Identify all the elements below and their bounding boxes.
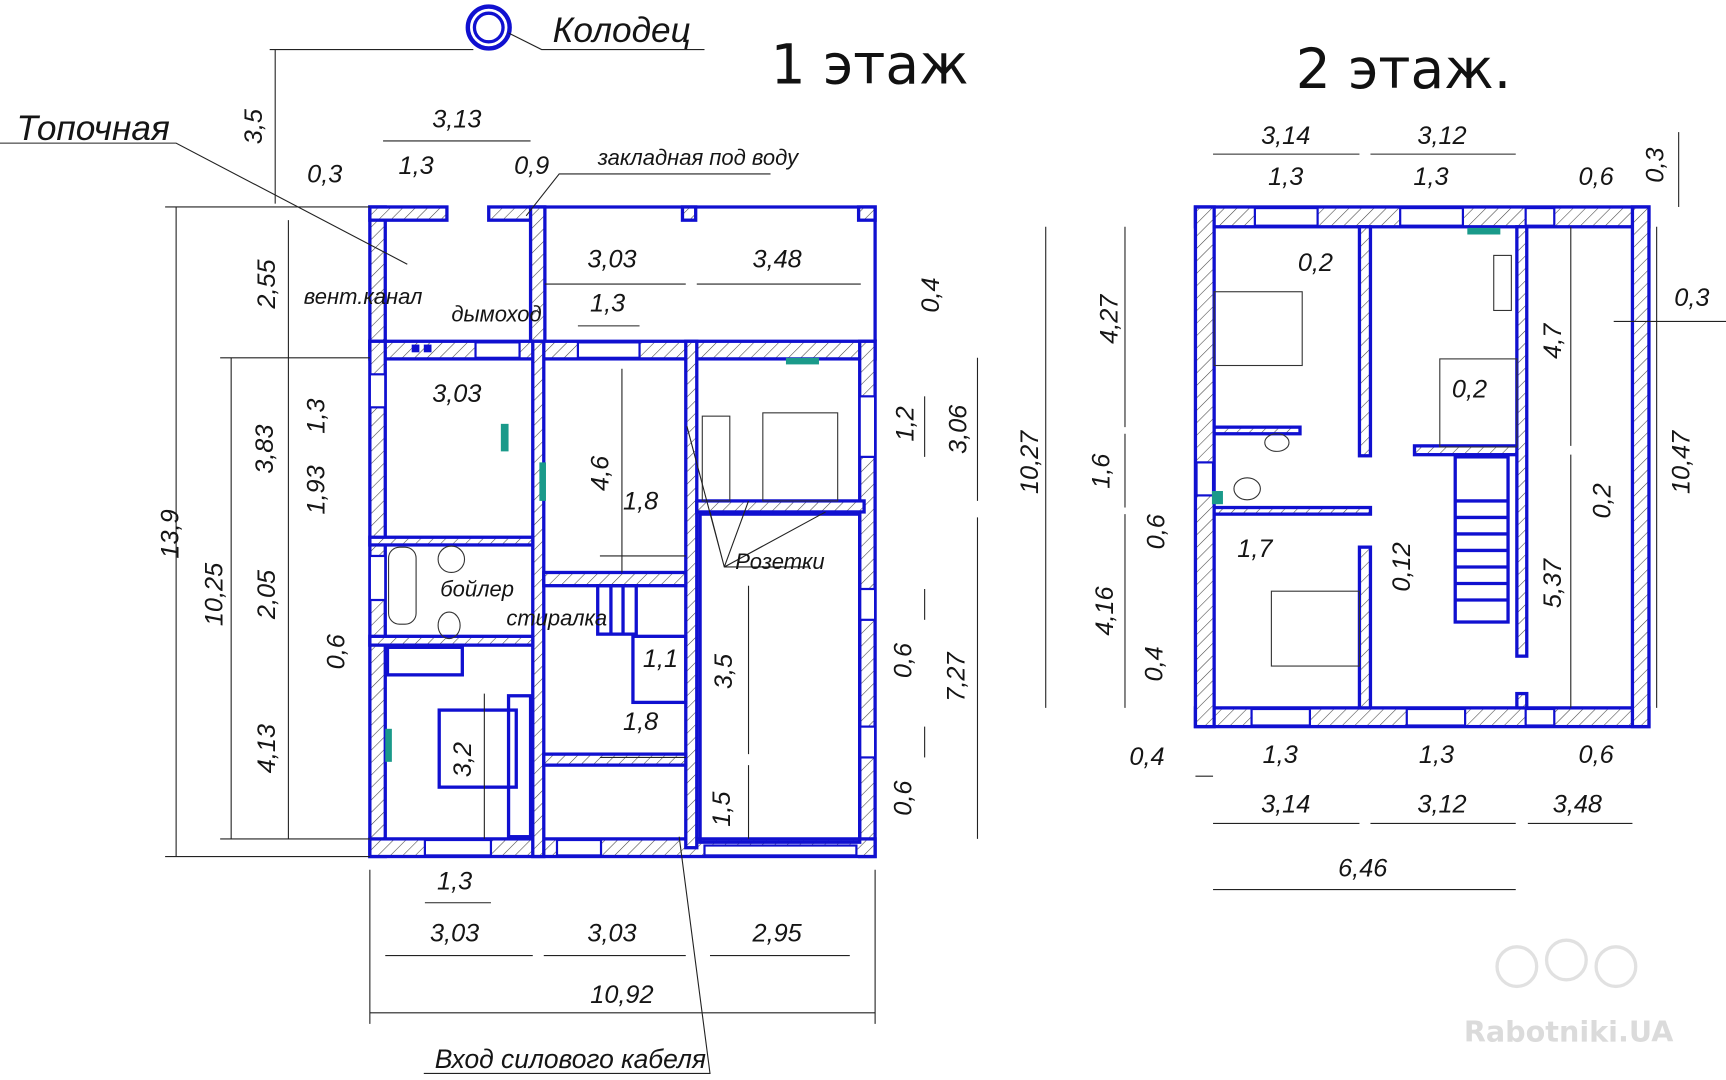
- dimension-label: 3,2: [449, 742, 477, 777]
- dimension-label: 0,4: [1140, 646, 1168, 681]
- dimension-label: 0,4: [917, 277, 945, 312]
- dimension-label: 3,83: [251, 425, 279, 474]
- water-inlet-label: закладная под воду: [597, 145, 800, 170]
- watermark-logo: Rabotniki.UA: [1464, 938, 1674, 1048]
- dimension-label: 10,25: [200, 562, 228, 626]
- stairs-floor1: [596, 584, 688, 705]
- stairs-floor2: [1453, 455, 1510, 624]
- dimension-label: 1,3: [1413, 163, 1448, 191]
- dimension-label: 10,92: [590, 981, 653, 1009]
- dimension-label: 4,6: [587, 455, 615, 491]
- dimension-label: 0,9: [514, 152, 549, 180]
- dimension-label: 1,3: [590, 290, 625, 318]
- dimension-label: 1,8: [623, 488, 658, 516]
- dimension-label: 0,3: [1674, 284, 1709, 312]
- dimension-label: 1,2: [892, 406, 920, 441]
- annotations: Колодец Топочная закладная под воду вент…: [17, 11, 825, 1074]
- chimney-label: дымоход: [451, 301, 541, 326]
- dimension-label: 1,3: [1419, 741, 1454, 769]
- dimension-label: 6,46: [1338, 854, 1388, 882]
- dimension-label: 1,93: [303, 465, 331, 514]
- dimension-label: 1,3: [437, 868, 472, 896]
- dimension-label: 0,6: [1579, 741, 1615, 769]
- dimension-label: 0,12: [1388, 542, 1416, 591]
- dimension-label: 3,12: [1417, 790, 1466, 818]
- dimension-label: 0,6: [323, 633, 351, 669]
- dimension-label: 3,5: [710, 653, 738, 689]
- dimension-label: 3,03: [587, 919, 636, 947]
- dimension-label: 0,2: [1452, 375, 1487, 403]
- dimension-label: 0,6: [889, 780, 917, 816]
- floor2-dimension-lines: [1045, 132, 1726, 891]
- dimension-label: 3,12: [1417, 122, 1466, 150]
- dimension-label: 0,6: [1143, 513, 1171, 549]
- dimension-label: 1,3: [303, 399, 331, 434]
- floor1-dimension-labels: 3,5 3,13 0,3 1,3 0,9 2,55 3,03 3,48 1,3 …: [156, 106, 972, 1009]
- dimension-label: 0,3: [307, 161, 342, 189]
- dimension-label: 1,3: [1268, 163, 1303, 191]
- dimension-label: 3,03: [587, 246, 636, 274]
- dimension-label: 0,6: [1579, 163, 1615, 191]
- floor1-plan: [368, 205, 877, 859]
- dimension-label: 4,7: [1539, 323, 1567, 359]
- furnace-room-label: Топочная: [17, 109, 171, 148]
- dimension-label: 4,16: [1091, 585, 1119, 635]
- dimension-label: 3,03: [432, 380, 481, 408]
- dimension-label: 3,13: [432, 106, 481, 134]
- sockets-label: Розетки: [735, 549, 824, 574]
- dimension-label: 3,03: [430, 919, 479, 947]
- floor2-plan: [1193, 205, 1651, 729]
- dimension-label: 4,27: [1095, 294, 1123, 344]
- dimension-label: 1,1: [643, 645, 678, 673]
- dimension-label: 0,3: [1641, 148, 1669, 183]
- dimension-label: 3,06: [944, 404, 972, 454]
- dimension-label: 3,5: [240, 108, 268, 144]
- well-icon: [465, 4, 512, 51]
- dimension-label: 2,95: [752, 919, 803, 947]
- dimension-label: 0,4: [1129, 743, 1164, 771]
- dimension-label: 1,3: [399, 152, 434, 180]
- dimension-label: 3,14: [1261, 122, 1310, 150]
- floor1-dimension-lines: [0, 49, 979, 1074]
- dimension-label: 2,05: [253, 569, 281, 620]
- dimension-label: 10,27: [1016, 430, 1044, 494]
- power-cable-label: Вход силового кабеля: [435, 1044, 706, 1074]
- washer-label: стиралка: [506, 605, 607, 630]
- well-label: Колодец: [553, 11, 691, 50]
- dimension-label: 3,48: [1553, 790, 1602, 818]
- dimension-label: 0,6: [889, 642, 917, 678]
- dimension-label: 1,6: [1088, 453, 1116, 489]
- dimension-label: 5,37: [1539, 558, 1567, 608]
- dimension-label: 7,27: [942, 652, 970, 702]
- dimension-label: 0,2: [1588, 483, 1616, 518]
- dimension-label: 3,14: [1261, 790, 1310, 818]
- dimension-label: 10,47: [1668, 430, 1696, 494]
- dimension-label: 2,55: [253, 258, 281, 309]
- floor1-title: 1 этаж: [771, 33, 969, 97]
- floor2-title: 2 этаж.: [1296, 37, 1512, 101]
- dimension-label: 13,9: [156, 509, 184, 558]
- watermark-text: Rabotniki.UA: [1464, 1014, 1674, 1048]
- dimension-label: 4,13: [253, 724, 281, 773]
- dimension-label: 0,2: [1298, 249, 1333, 277]
- floor2-dimension-labels: 3,14 3,12 1,3 1,3 0,6 0,3 0,2 0,2 0,3 4,…: [1016, 122, 1709, 882]
- dimension-label: 3,48: [753, 246, 802, 274]
- dimension-label: 1,8: [623, 708, 658, 736]
- dimension-label: 1,3: [1263, 741, 1298, 769]
- dimension-label: 1,5: [708, 791, 736, 827]
- boiler-label: бойлер: [440, 577, 514, 602]
- vent-label: вент.канал: [304, 284, 423, 309]
- dimension-label: 1,7: [1237, 535, 1273, 563]
